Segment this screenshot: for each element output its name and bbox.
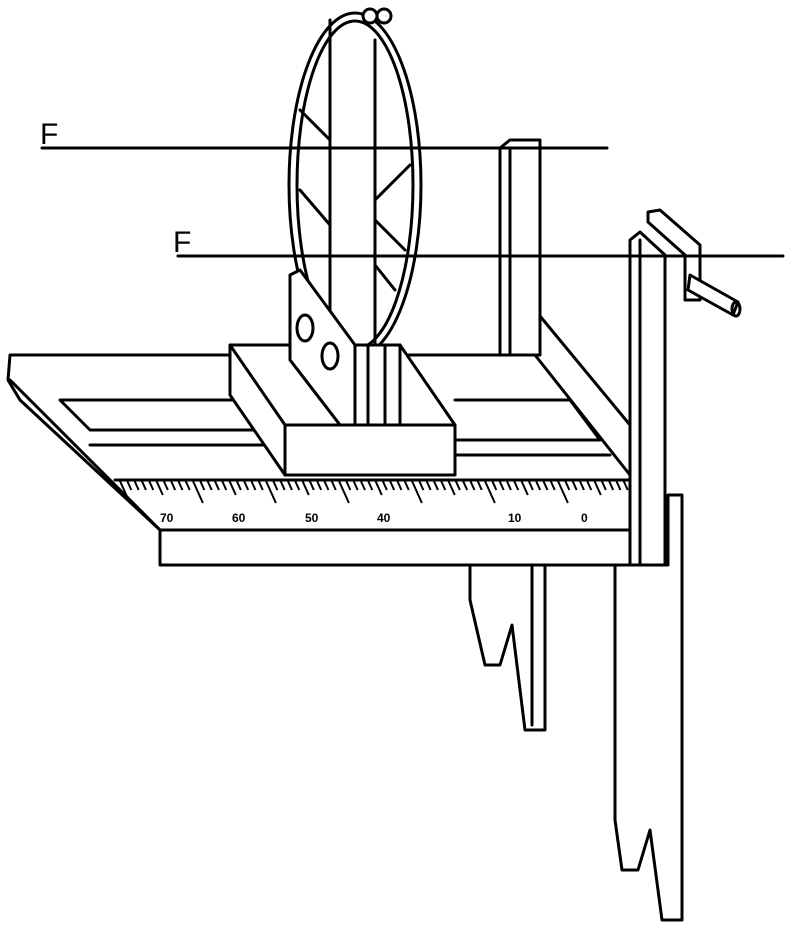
front-leg (613, 493, 684, 922)
scale-tick-mark (235, 480, 242, 491)
scale-tick-mark (316, 480, 323, 491)
scale-tick-mark (578, 480, 585, 491)
scale-tick-mark (454, 480, 461, 491)
scale-tick-mark (527, 480, 534, 491)
scale-tick-mark (155, 480, 164, 496)
scale-tick-mark (367, 480, 374, 491)
label-f-lower: F (173, 226, 191, 259)
scale-tick-mark (308, 480, 315, 491)
scale-tick-mark (352, 480, 359, 491)
scale-tick-mark (476, 480, 483, 491)
label-f-upper: F (40, 118, 58, 151)
scale-tick-mark (243, 480, 250, 491)
scale-tick-mark (520, 480, 529, 496)
scale-tick-mark (615, 480, 622, 491)
scale-tick-mark (513, 480, 520, 491)
scale-tick-mark (600, 480, 607, 491)
scale-tick-mark (338, 480, 350, 504)
scale-tick-mark (608, 480, 615, 491)
scale-tick-mark (374, 480, 383, 496)
scale-tick-label: 0 (581, 511, 588, 525)
scale-tick-mark (177, 480, 184, 491)
scale-tick-mark (170, 480, 177, 491)
scale-tick-mark (133, 480, 140, 491)
scale-tick-mark (279, 480, 286, 491)
scale-tick-mark (425, 480, 432, 491)
scale-tick-mark (192, 480, 204, 504)
scale-tick-mark (265, 480, 277, 504)
scale-tick-mark (381, 480, 388, 491)
scale-tick-mark (228, 480, 237, 496)
ring-knob (361, 7, 379, 25)
scale-tick-mark (330, 480, 337, 491)
scale-tick-mark (221, 480, 228, 491)
front-post-with-clamp (628, 208, 742, 567)
scale-tick-mark (126, 480, 133, 491)
scale-tick-mark (491, 480, 498, 491)
scale-tick-mark (272, 480, 279, 491)
scale-tick-label: 10 (508, 511, 522, 525)
scale-tick-mark (542, 480, 549, 491)
scale-tick-mark (148, 480, 155, 491)
scale-tick-label: 50 (305, 511, 319, 525)
scale-tick-mark (257, 480, 264, 491)
scale-tick-mark (564, 480, 571, 491)
rear-leg (468, 563, 547, 732)
scale-tick-mark (432, 480, 439, 491)
scale-tick-mark (447, 480, 456, 496)
scale-tick-mark (484, 480, 496, 504)
scale-tick-mark (323, 480, 330, 491)
scale-tick-mark (403, 480, 410, 491)
scale-tick-mark (571, 480, 578, 491)
scale-tick-mark (206, 480, 213, 491)
scale-tick-mark (213, 480, 220, 491)
scale-tick-mark (411, 480, 423, 504)
scale-tick-mark (586, 480, 593, 491)
back-post (498, 138, 542, 357)
scale-tick-mark (549, 480, 556, 491)
scale-tick-mark (301, 480, 310, 496)
scale-tick-mark (119, 480, 131, 504)
scale-tick-label: 70 (160, 511, 174, 525)
scale-tick-mark (162, 480, 169, 491)
scale-tick-mark (140, 480, 147, 491)
scale-tick-mark (345, 480, 352, 491)
scale-tick-mark (622, 480, 629, 491)
scale-tick-label: 60 (232, 511, 246, 525)
scale-tick-mark (440, 480, 447, 491)
scale-tick-mark (535, 480, 542, 491)
scale-tick-mark (389, 480, 396, 491)
scale-tick-label: 40 (377, 511, 391, 525)
scale-tick-mark (557, 480, 569, 504)
scale-tick-mark (418, 480, 425, 491)
scale-tick-mark (462, 480, 469, 491)
scale-tick-mark (593, 480, 602, 496)
scale-tick-mark (199, 480, 206, 491)
scale-tick-mark (250, 480, 257, 491)
scale-tick-mark (359, 480, 366, 491)
scale-tick-mark (396, 480, 403, 491)
measuring-scale (119, 480, 642, 504)
scale-tick-mark (498, 480, 505, 491)
scale-tick-mark (294, 480, 301, 491)
scale-tick-mark (184, 480, 191, 491)
scale-tick-mark (286, 480, 293, 491)
sliding-block (228, 343, 457, 477)
scale-tick-mark (505, 480, 512, 491)
scale-tick-mark (469, 480, 476, 491)
